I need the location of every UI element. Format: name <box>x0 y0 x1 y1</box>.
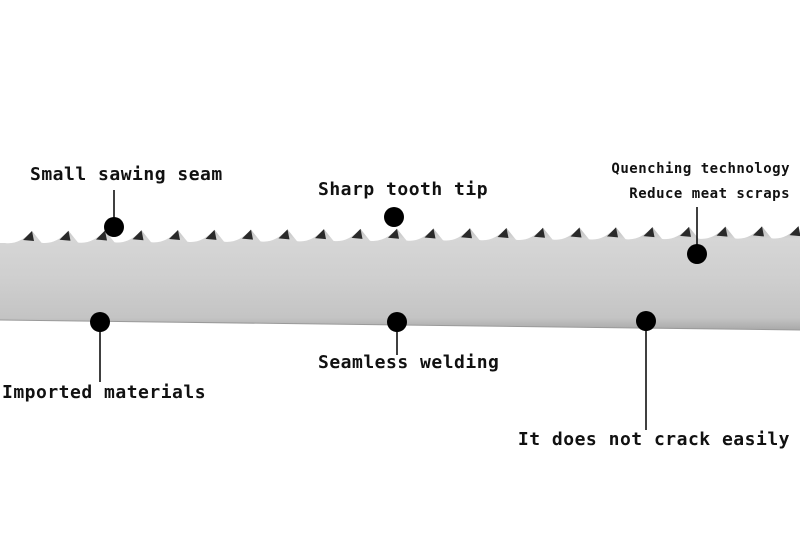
tooth-tip <box>534 227 545 238</box>
label-imported-materials: Imported materials <box>2 382 207 403</box>
marker-imported-materials <box>90 312 110 332</box>
tooth-tips <box>0 226 800 331</box>
tooth-tip <box>96 230 107 241</box>
tooth-tip <box>59 230 71 241</box>
tooth-tip <box>169 230 180 241</box>
tooth-tip <box>497 228 509 239</box>
label-does-not-crack: It does not crack easily <box>517 429 790 450</box>
label-small-sawing-seam: Small sawing seam <box>30 164 223 185</box>
tooth-tip <box>424 228 436 239</box>
tooth-tip <box>461 228 472 239</box>
saw-blade-body <box>0 226 800 330</box>
marker-sharp-tooth-tip <box>384 207 404 227</box>
tooth-tip <box>607 227 618 238</box>
tooth-tip <box>242 229 253 240</box>
tooth-tip <box>351 228 363 239</box>
marker-small-sawing-seam <box>104 217 124 237</box>
label-sharp-tooth-tip: Sharp tooth tip <box>318 179 489 200</box>
marker-reduce-meat-scraps <box>687 244 707 264</box>
tooth-tip <box>278 229 290 240</box>
tooth-tip <box>716 226 728 237</box>
tooth-tip <box>753 226 764 237</box>
tooth-tip <box>680 226 691 237</box>
marker-seamless-welding <box>387 312 407 332</box>
tooth-tip <box>388 228 399 239</box>
label-quenching-technology: Quenching technology <box>611 161 790 177</box>
label-reduce-meat-scraps: Reduce meat scraps <box>629 186 790 202</box>
tooth-tip <box>789 226 800 237</box>
tooth-tip <box>132 230 144 241</box>
tooth-tip <box>570 227 582 238</box>
tooth-tip <box>205 229 217 240</box>
marker-does-not-crack <box>636 311 656 331</box>
tooth-tip <box>643 227 655 238</box>
label-seamless-welding: Seamless welding <box>318 352 500 373</box>
tooth-tip <box>315 229 326 240</box>
tooth-tip <box>23 230 34 241</box>
